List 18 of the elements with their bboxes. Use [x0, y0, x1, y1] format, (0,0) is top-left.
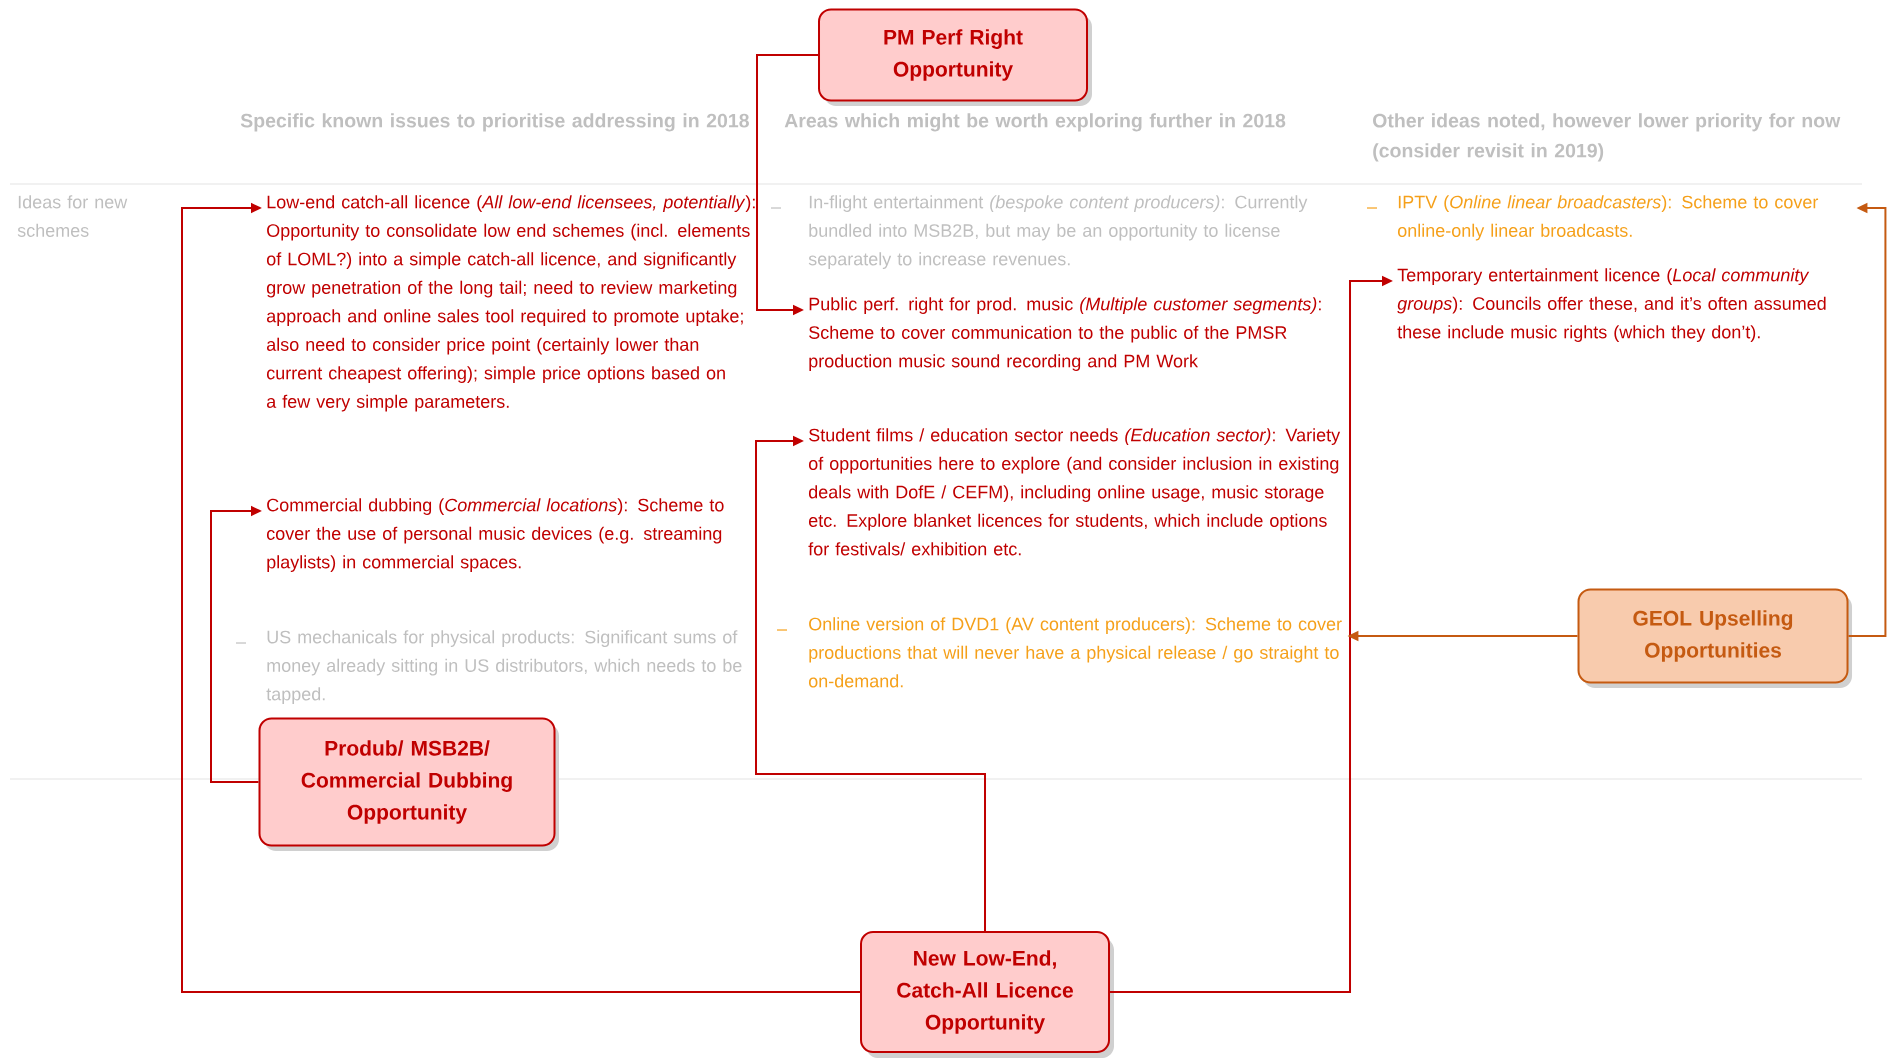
arrow [181, 202, 861, 993]
idea-text: In-flight entertainment (bespoke content producers): Currently bundled into MSB2B, but may be an opportunity to license separately to increase revenues. [808, 195, 1308, 269]
idea-text: Public perf. right for prod. music (Multiple customer segments): Scheme to cover communication to the public of the PMSR production music sound recording and PM Work [809, 297, 1321, 371]
idea-text: Commercial dubbing (Commercial locations): Scheme to cover the use of personal music devices (e.g. streaming playlists) in commercial spaces. [266, 498, 724, 572]
column-heading: Other ideas noted, however lower priority for now (consider revisit in 2019) [1373, 113, 1841, 162]
idea-text: Student films / education sector needs (Education sector): Variety of opportunities here to explore (and consider inclusion in existing deals with DofE / CEFM), including online usage, music storage etc. Explore blanket licences for students, which include options for festivals/ exhibition etc. [808, 428, 1341, 556]
opportunity-box: New Low-End, Catch-All Licence Opportunity [860, 931, 1114, 1058]
arrow [755, 435, 986, 932]
idea-text: IPTV (Online linear broadcasters): Scheme to cover online-only linear broadcasts. [1397, 195, 1819, 241]
idea-text: Low-end catch-all licence (All low-end licensees, potentially): Opportunity to consolidate low end schemes (incl. elements of LOML?) into a simple catch-all licence, and significantly grow penetration of the long tail; need to review marketing approach and online sales tool required to promote uptake; also need to consider price point (certainly lower than current cheapest offering); simple price options based on a few very simple parameters. [266, 195, 755, 412]
opportunity-box: Produb/ MSB2B/ Commercial Dubbing Opportunity [258, 717, 559, 851]
opportunity-box: GEOL Upselling Opportunities [1577, 588, 1852, 688]
idea-text: US mechanicals for physical products: Significant sums of money already sitting in US distributors, which needs to be tapped. [266, 630, 742, 704]
idea-text: Temporary entertainment licence (Local community groups): Councils offer these, and it’s often assumed these include music rights (which they don’t). [1397, 268, 1826, 342]
idea-text: Online version of DVD1 (AV content producers): Scheme to cover productions that will never have a physical release / go straight to on-demand. [808, 617, 1342, 688]
opportunity-box: PM Perf Right Opportunity [818, 8, 1092, 106]
row-heading: Ideas for new schemes [17, 195, 128, 237]
column-heading: Specific known issues to prioritise addressing in 2018 [240, 113, 749, 132]
